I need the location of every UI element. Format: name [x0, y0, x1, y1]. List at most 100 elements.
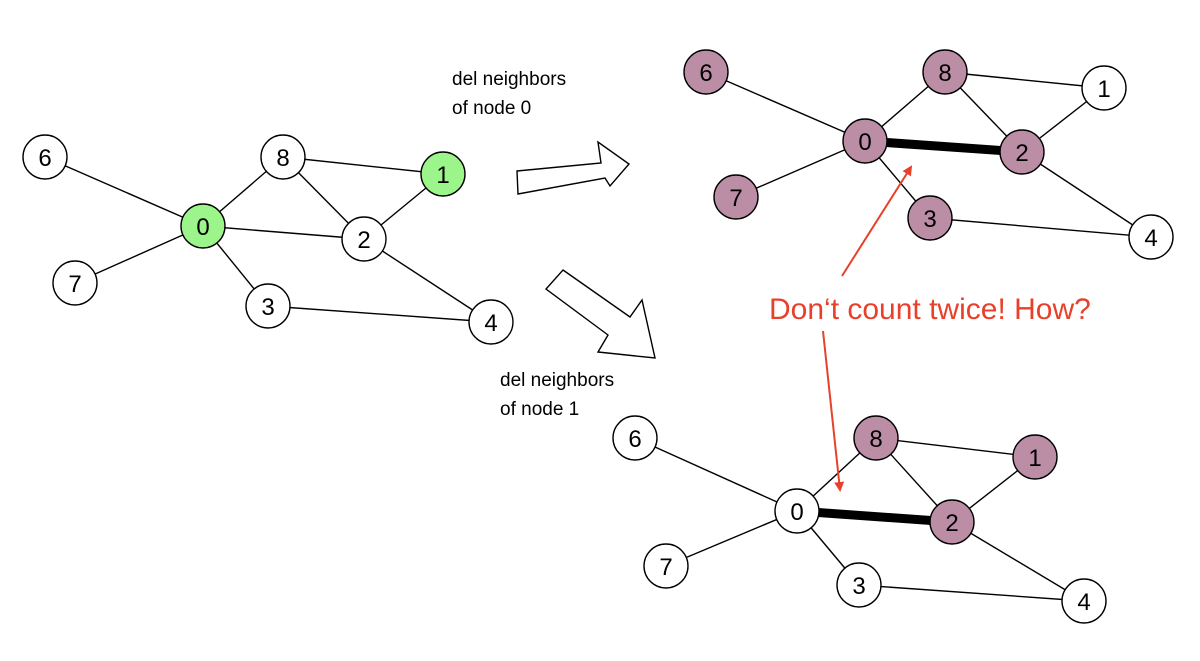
- node-label: 7: [68, 271, 81, 298]
- highlighted-edge-0-2: [864, 136, 1023, 157]
- node-label: 2: [945, 510, 958, 537]
- node-circle: [774, 488, 820, 534]
- node-label: 6: [699, 60, 712, 87]
- node-circle: [842, 118, 888, 164]
- node-circle: [612, 415, 658, 461]
- node-label: 0: [196, 214, 209, 241]
- node-4-original: 4: [468, 299, 514, 345]
- node-label: 8: [276, 145, 289, 172]
- caption-bottom-line-1: del neighbors: [500, 370, 614, 391]
- caption-top-line-2: of node 0: [452, 98, 531, 119]
- node-4-after-node-0: 4: [1128, 214, 1174, 260]
- node-2-after-node-0: 2: [999, 129, 1045, 175]
- node-circle: [922, 49, 968, 95]
- node-3-original: 3: [245, 283, 291, 329]
- annotation-arrow-up: [841, 165, 913, 277]
- node-circle: [260, 134, 306, 180]
- graph-edge: [267, 305, 492, 323]
- block-arrow-bottom: [544, 269, 656, 359]
- node-label: 3: [261, 294, 274, 321]
- node-label: 7: [659, 554, 672, 581]
- node-0-after-node-0: 0: [842, 118, 888, 164]
- node-label: 4: [484, 310, 497, 337]
- node-3-after-node-1: 3: [836, 562, 882, 608]
- caption-top-line-1: del neighbors: [452, 69, 566, 90]
- node-6-after-node-1: 6: [612, 415, 658, 461]
- node-circle: [341, 216, 387, 262]
- node-0-original: 0: [180, 203, 226, 249]
- node-7-after-node-0: 7: [713, 174, 759, 220]
- node-label: 2: [357, 227, 370, 254]
- node-circle: [907, 195, 953, 241]
- node-circle: [713, 174, 759, 220]
- node-label: 8: [938, 60, 951, 87]
- caption-bottom-line-2: of node 1: [500, 399, 579, 420]
- graph-edge: [875, 437, 1036, 458]
- graph-edge: [929, 217, 1152, 238]
- node-circle: [1061, 578, 1107, 624]
- node-circle: [999, 129, 1045, 175]
- node-label: 2: [1015, 140, 1028, 167]
- node-label: 1: [1097, 76, 1110, 103]
- graph-edge: [44, 156, 204, 227]
- graph-edge: [74, 225, 204, 284]
- block-arrow-top: [516, 140, 631, 195]
- graph-edge: [1021, 151, 1152, 238]
- graph-edge: [282, 156, 444, 175]
- node-circle: [929, 499, 975, 545]
- graph-edge: [858, 584, 1085, 602]
- node-label: 1: [436, 162, 449, 189]
- node-label: 0: [858, 129, 871, 156]
- node-label: 6: [628, 426, 641, 453]
- question-text: Don‘t count twice! How?: [769, 293, 1091, 326]
- graph-edge: [951, 521, 1085, 602]
- graph-edge: [634, 437, 798, 512]
- graph-edge: [944, 71, 1105, 89]
- node-8-original: 8: [260, 134, 306, 180]
- node-label: 4: [1144, 225, 1157, 252]
- node-1-after-node-1: 1: [1012, 434, 1058, 480]
- node-7-original: 7: [52, 260, 98, 306]
- node-circle: [1081, 65, 1127, 111]
- node-circle: [643, 543, 689, 589]
- node-label: 1: [1028, 445, 1041, 472]
- node-circle: [245, 283, 291, 329]
- node-6-after-node-0: 6: [683, 49, 729, 95]
- node-7-after-node-1: 7: [643, 543, 689, 589]
- node-label: 7: [729, 185, 742, 212]
- node-label: 6: [38, 145, 51, 172]
- graph-edge: [363, 238, 492, 323]
- node-label: 4: [1077, 589, 1090, 616]
- graph-edge: [735, 140, 866, 198]
- graph-edge: [665, 510, 798, 567]
- node-label: 8: [869, 426, 882, 453]
- node-1-after-node-0: 1: [1081, 65, 1127, 111]
- node-label: 3: [923, 206, 936, 233]
- node-circle: [420, 151, 466, 197]
- node-0-after-node-1: 0: [774, 488, 820, 534]
- node-4-after-node-1: 4: [1061, 578, 1107, 624]
- node-2-original: 2: [341, 216, 387, 262]
- node-circle: [52, 260, 98, 306]
- node-circle: [180, 203, 226, 249]
- node-label: 3: [852, 573, 865, 600]
- node-1-original: 1: [420, 151, 466, 197]
- annotation-arrow-down: [822, 330, 845, 492]
- node-circle: [1012, 434, 1058, 480]
- node-circle: [836, 562, 882, 608]
- node-6-original: 6: [22, 134, 68, 180]
- node-circle: [1128, 214, 1174, 260]
- node-2-after-node-1: 2: [929, 499, 975, 545]
- node-circle: [683, 49, 729, 95]
- node-3-after-node-0: 3: [907, 195, 953, 241]
- highlighted-edge-0-2: [796, 506, 953, 527]
- node-8-after-node-1: 8: [853, 415, 899, 461]
- node-8-after-node-0: 8: [922, 49, 968, 95]
- node-circle: [468, 299, 514, 345]
